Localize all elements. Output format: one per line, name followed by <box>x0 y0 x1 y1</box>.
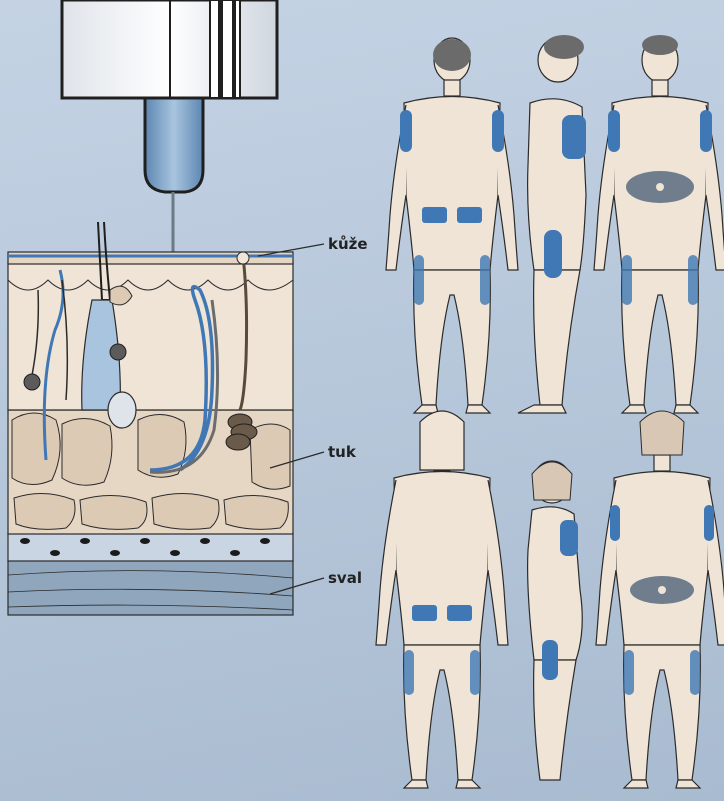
male-side-figure <box>518 35 586 413</box>
skin-layer <box>8 252 293 264</box>
female-back-figure <box>376 411 508 788</box>
label-fat: tuk <box>328 443 357 461</box>
male-front-figure <box>594 35 724 413</box>
female-front-figure <box>596 411 724 788</box>
injection-site-arm <box>492 110 504 152</box>
muscle-layer <box>8 560 293 615</box>
syringe-icon <box>62 0 277 192</box>
injection-site-arm <box>562 115 586 159</box>
skin-cross-section: kůže tuk sval <box>8 0 368 615</box>
label-muscle: sval <box>328 569 362 587</box>
injection-site-buttock <box>422 207 447 223</box>
male-figures <box>386 35 724 413</box>
female-figures <box>376 411 724 788</box>
injection-site-buttock <box>457 207 482 223</box>
label-skin: kůže <box>328 235 368 253</box>
male-back-figure <box>386 38 518 413</box>
injection-site-arm <box>400 110 412 152</box>
female-side-figure <box>528 461 583 780</box>
